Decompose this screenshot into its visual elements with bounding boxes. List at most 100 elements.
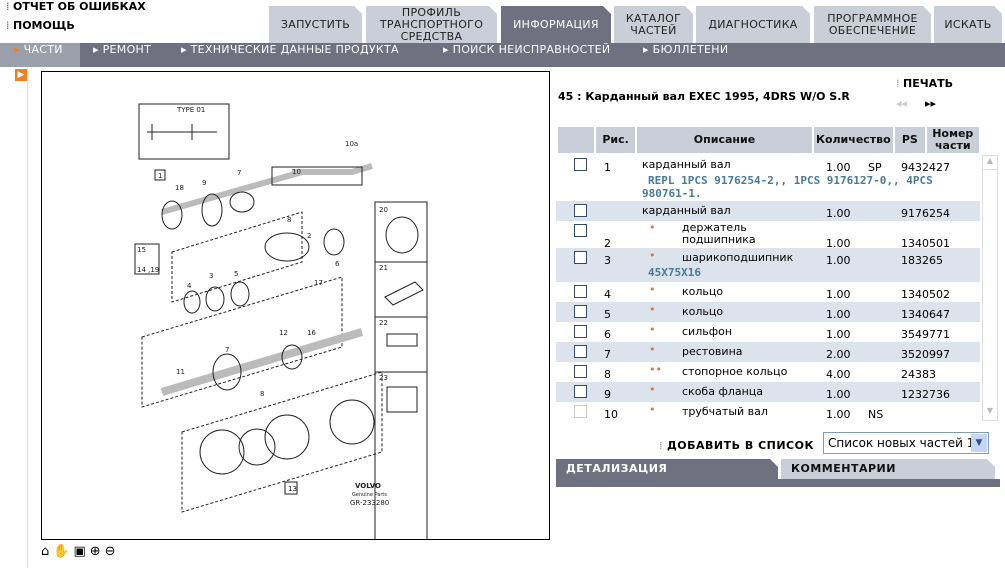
fig-number: 9	[604, 388, 611, 401]
tab-information[interactable]: ИНФОРМАЦИЯ	[501, 6, 611, 43]
row-checkbox[interactable]	[574, 251, 587, 264]
tab-vehicle-profile[interactable]: ПРОФИЛЬ ТРАНСПОРТНОГО СРЕДСТВА	[366, 6, 497, 43]
row-checkbox[interactable]	[574, 224, 587, 237]
fig-number: 7	[604, 348, 611, 361]
pan-icon[interactable]: ✋	[53, 544, 70, 559]
quantity: 1.00	[826, 388, 851, 401]
row-checkbox[interactable]	[574, 325, 587, 338]
svg-text:11: 11	[176, 368, 185, 376]
tab-details[interactable]: ДЕТАЛИЗАЦИЯ	[556, 459, 778, 479]
quantity: 1.00	[826, 288, 851, 301]
subtab-repair[interactable]: РЕМОНТ	[93, 43, 151, 67]
chevron-down-icon[interactable]: ▼	[971, 434, 987, 452]
quantity: 1.00	[826, 408, 851, 421]
subtab-tech-data[interactable]: ТЕХНИЧЕСКИЕ ДАННЫЕ ПРОДУКТА	[181, 43, 399, 67]
tab-parts-catalog[interactable]: КАТАЛОГ ЧАСТЕЙ	[614, 6, 693, 43]
ps-code: NS	[868, 408, 884, 421]
tab-software[interactable]: ПРОГРАММНОЕ ОБЕСПЕЧЕНИЕ	[814, 6, 931, 43]
zoom-out-icon[interactable]: ⊖	[104, 544, 116, 559]
level-bullet: •	[649, 343, 656, 356]
home-icon[interactable]: ⌂	[41, 544, 50, 559]
row-checkbox[interactable]	[574, 345, 587, 358]
svg-text:20: 20	[379, 206, 388, 214]
add-to-list-label: ДОБАВИТЬ В СПИСОК	[667, 439, 814, 452]
fit-window-icon[interactable]: ▣	[73, 544, 86, 559]
table-row[interactable]: 6•сильфон 1.00 3549771	[556, 322, 980, 342]
part-description: держатель подшипника	[682, 221, 756, 246]
part-description: стопорное кольцо	[682, 365, 788, 378]
tab-comments[interactable]: КОММЕНТАРИИ	[781, 459, 995, 479]
svg-text:8: 8	[287, 216, 291, 224]
svg-text:7: 7	[225, 346, 229, 354]
parts-list-select[interactable]: Список новых частей 1 ▼	[823, 432, 989, 454]
subtab-troubleshooting[interactable]: ПОИСК НЕИСПРАВНОСТЕЙ	[443, 43, 610, 67]
level-bullet: •	[649, 403, 656, 416]
table-row[interactable]: 2•держатель подшипника 1.00 1340501	[556, 221, 980, 250]
scroll-up-icon[interactable]: ▲	[983, 156, 997, 170]
ps-code: SP	[868, 161, 882, 174]
row-checkbox[interactable]	[574, 385, 587, 398]
col-select	[558, 127, 594, 153]
level-bullet: ••	[649, 363, 662, 376]
row-checkbox[interactable]	[574, 365, 587, 378]
volvo-logo: VOLVO	[355, 482, 381, 490]
table-row[interactable]: карданный вал 1.00 9176254	[556, 201, 980, 221]
table-row[interactable]: 10•трубчатый вал 1.00 NS	[556, 402, 980, 422]
table-row[interactable]: 8••стопорное кольцо 4.00 24383	[556, 362, 980, 382]
fig-number: 1	[604, 161, 611, 174]
fig-number: 6	[604, 328, 611, 341]
subtab-parts[interactable]: ЧАСТИ	[0, 43, 80, 67]
fig-number: 4	[604, 288, 611, 301]
part-number: 183265	[901, 254, 943, 267]
zoom-in-icon[interactable]: ⊕	[89, 544, 101, 559]
table-row[interactable]: 7•рестовина 2.00 3520997	[556, 342, 980, 362]
svg-text:13: 13	[288, 485, 297, 493]
quantity: 1.00	[826, 237, 851, 250]
subtab-bulletins[interactable]: БЮЛЛЕТЕНИ	[643, 43, 728, 67]
add-to-list-button[interactable]: ⁞ ДОБАВИТЬ В СПИСОК	[659, 439, 814, 452]
svg-text:17: 17	[314, 279, 323, 287]
svg-text:10a: 10a	[345, 140, 358, 148]
tab-diagnostics[interactable]: ДИАГНОСТИКА	[696, 6, 810, 43]
tab-start[interactable]: ЗАПУСТИТЬ	[269, 6, 362, 43]
table-row[interactable]: 4 • кольцо 1.00 1340502	[556, 282, 980, 302]
quantity: 2.00	[826, 348, 851, 361]
part-description: кольцо	[682, 285, 724, 298]
part-number: 1340647	[901, 308, 950, 321]
tab-search[interactable]: ИСКАТЬ	[934, 6, 1002, 43]
error-report-link[interactable]: ОТЧЕТ ОБ ОШИБКАХ	[6, 0, 146, 13]
scroll-down-icon[interactable]: ▼	[986, 406, 994, 415]
parts-list-value: Список новых частей 1	[828, 436, 975, 450]
quantity: 1.00	[826, 207, 851, 220]
inset-shaft	[147, 124, 217, 140]
part-description: карданный вал	[642, 204, 731, 217]
svg-text:7: 7	[237, 169, 241, 177]
part-number: 1340502	[901, 288, 950, 301]
next-page-icon[interactable]: ▸▸	[925, 97, 937, 110]
svg-text:22: 22	[379, 319, 388, 327]
row-checkbox[interactable]	[574, 305, 587, 318]
row-checkbox[interactable]	[574, 158, 587, 171]
help-link[interactable]: ПОМОЩЬ	[6, 19, 75, 32]
level-bullet: •	[649, 283, 656, 296]
part-description: трубчатый вал	[682, 405, 768, 418]
svg-text:21: 21	[379, 264, 388, 272]
expand-panel-icon[interactable]: ▶	[15, 69, 27, 81]
row-checkbox[interactable]	[574, 405, 587, 418]
col-fig: Рис.	[595, 127, 636, 153]
table-row[interactable]: 5•кольцо 1.00 1340647	[556, 302, 980, 322]
table-scrollbar[interactable]: ▲ ▼	[982, 155, 998, 421]
print-button[interactable]: ⁞ ПЕЧАТЬ	[896, 77, 953, 90]
row-checkbox[interactable]	[574, 204, 587, 217]
col-part-number: Номер части	[926, 127, 979, 153]
volvo-logo-subtitle: Genuine Parts	[352, 492, 387, 498]
svg-text:14 ,19: 14 ,19	[137, 266, 159, 274]
table-row[interactable]: 9•скоба фланца 1.00 1232736	[556, 382, 980, 402]
prev-page-icon[interactable]: ◂◂	[896, 97, 908, 110]
callout-box-15	[134, 243, 160, 275]
part-number: 9176254	[901, 207, 950, 220]
row-checkbox[interactable]	[574, 285, 587, 298]
